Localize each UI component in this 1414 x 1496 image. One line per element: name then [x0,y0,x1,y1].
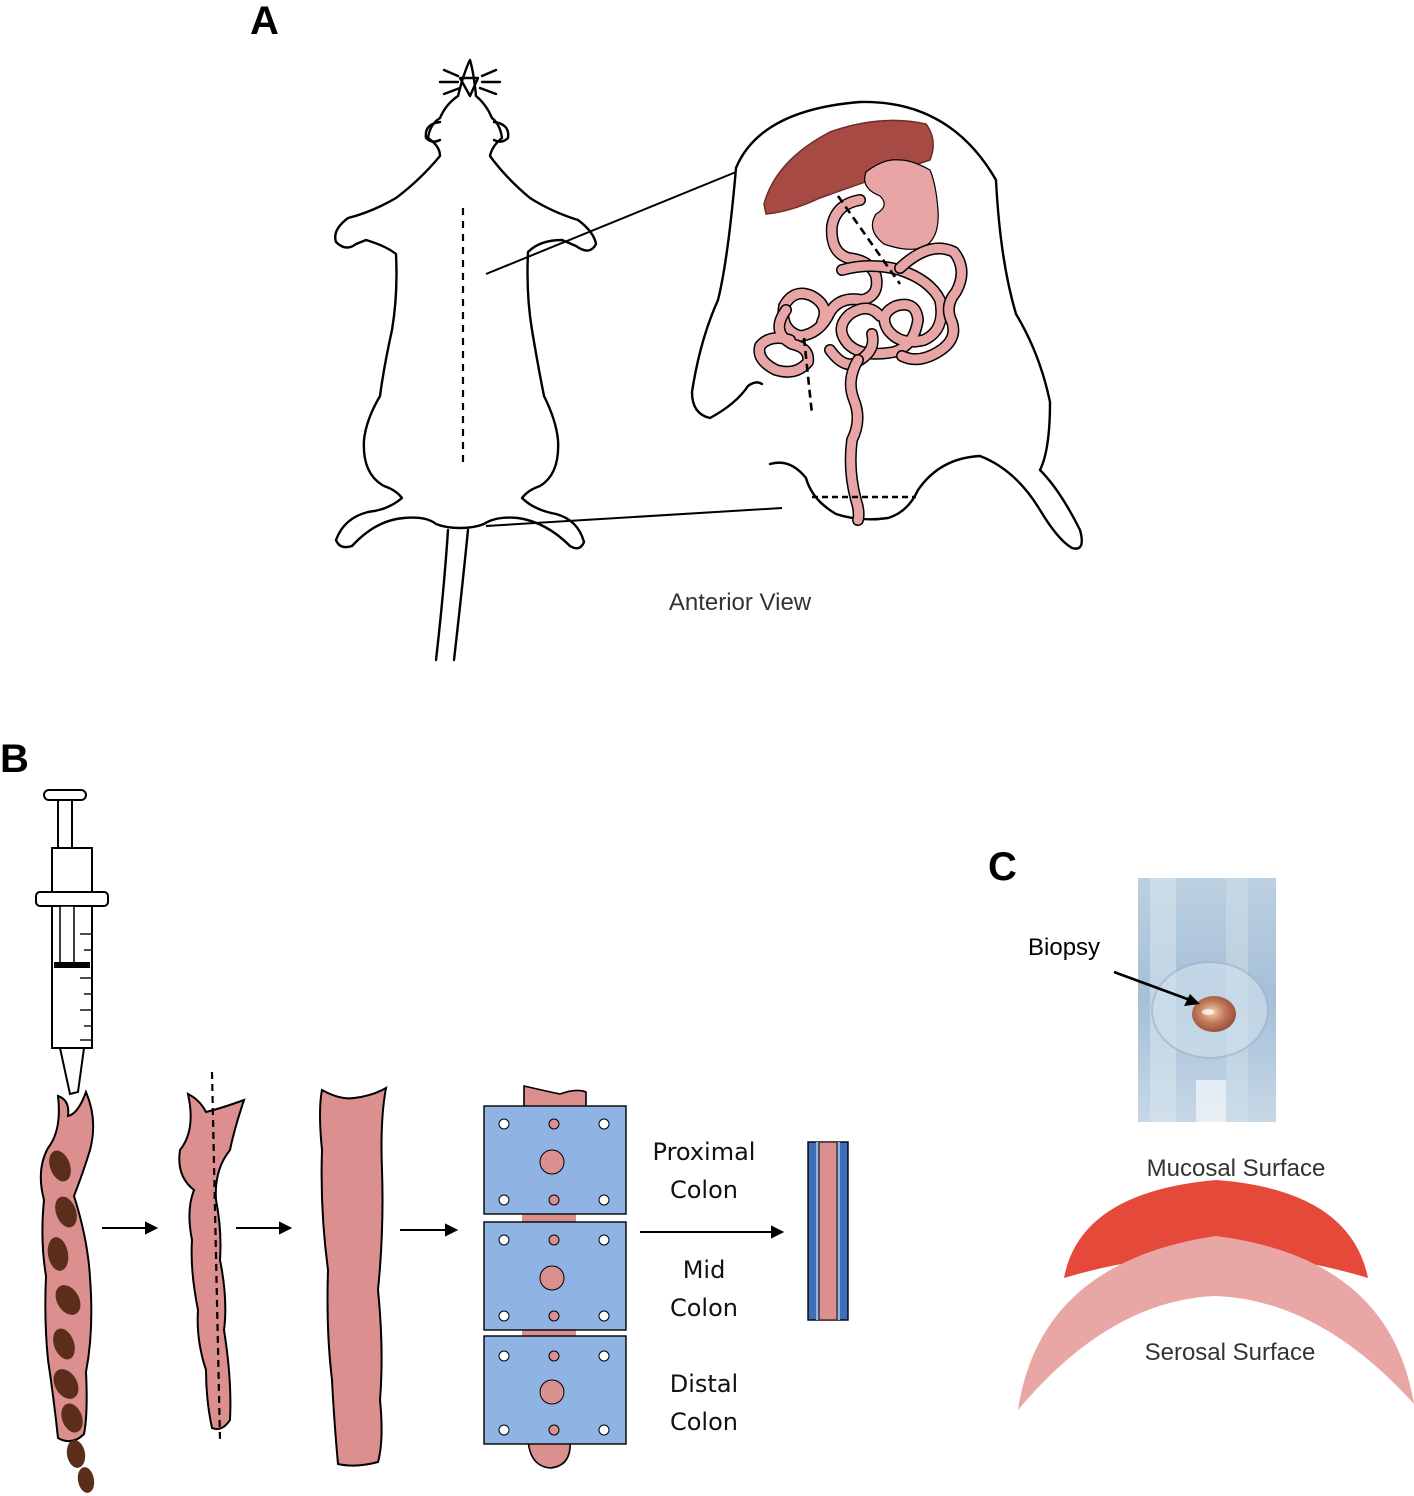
panel-a-letter: A [250,0,279,43]
section-label-distal-line1: Distal [670,1370,738,1398]
pointer-line-upper [485,171,737,275]
biopsy-label: Biopsy [1028,934,1100,961]
cassette-distal [483,1335,627,1445]
emptied-colon [178,1092,246,1430]
section-label-mid-line1: Mid [683,1256,726,1284]
cassette-mid [483,1221,627,1331]
mouse-outline [334,58,598,662]
mucosal-surface-label: Mucosal Surface [1147,1155,1326,1182]
cut-line-diagonal [836,195,902,285]
section-label-proximal-line2: Colon [670,1176,738,1204]
section-label-distal-line2: Colon [670,1408,738,1436]
biopsy-tissue [1192,996,1236,1032]
cassette-proximal [483,1105,627,1215]
panel-c-letter: C [988,845,1017,889]
section-label-proximal-line1: Proximal [653,1138,756,1166]
abdomen-outline [690,100,1083,550]
pointer-line-lower [485,507,783,527]
colon-cut-line [210,1071,222,1441]
panel-b-letter: B [0,737,29,781]
panel-b: B [0,737,849,1493]
panel-c: C Biopsy [988,845,1414,1410]
biopsy-photo [1138,878,1276,1122]
serosal-layer [1018,1236,1414,1410]
process-arrows [102,1221,785,1239]
cassette-stack [483,1084,627,1469]
syringe-icon [35,789,109,1096]
panel-a: A [250,0,1083,662]
mucosal-layer [1064,1180,1368,1278]
anterior-view-label: Anterior View [669,589,812,616]
small-intestine [753,194,968,378]
colon-strand-fill [846,355,864,525]
section-label-mid-line2: Colon [670,1294,738,1322]
biopsy-arrow [1113,970,1200,1006]
feces-pellets [47,1150,95,1493]
serosal-surface-label: Serosal Surface [1145,1339,1316,1366]
colon-with-feces [39,1089,95,1443]
opened-colon [319,1086,388,1467]
liver-shape [763,119,934,215]
tissue-section-strip [807,1141,849,1321]
stomach-shape [864,159,939,250]
